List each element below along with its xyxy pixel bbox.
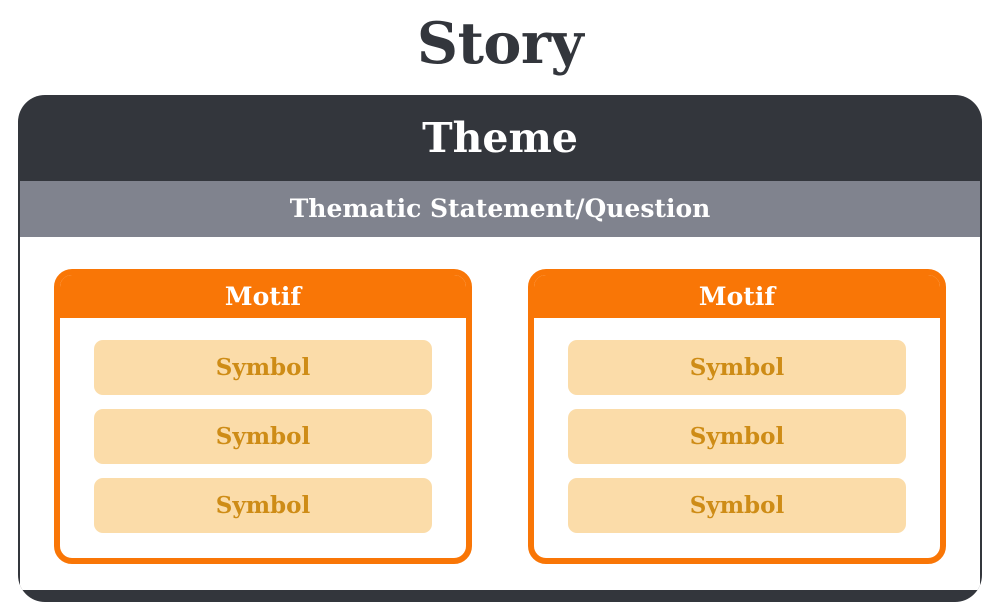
page-title: Story bbox=[416, 10, 584, 77]
motif-card: Motif Symbol Symbol Symbol bbox=[528, 269, 946, 564]
symbol-chip: Symbol bbox=[568, 478, 906, 533]
symbol-chip: Symbol bbox=[94, 340, 432, 395]
symbol-list: Symbol Symbol Symbol bbox=[60, 318, 466, 558]
symbol-chip: Symbol bbox=[568, 340, 906, 395]
symbol-list: Symbol Symbol Symbol bbox=[534, 318, 940, 558]
symbol-chip: Symbol bbox=[94, 478, 432, 533]
motif-card: Motif Symbol Symbol Symbol bbox=[54, 269, 472, 564]
motif-stage: Motif Symbol Symbol Symbol Motif Symbol … bbox=[20, 237, 980, 590]
motif-header-label: Motif bbox=[534, 275, 940, 318]
motif-header-label: Motif bbox=[60, 275, 466, 318]
theme-header-label: Theme bbox=[422, 114, 578, 162]
symbol-chip: Symbol bbox=[568, 409, 906, 464]
symbol-chip: Symbol bbox=[94, 409, 432, 464]
thematic-statement-bar: Thematic Statement/Question bbox=[20, 181, 980, 237]
theme-container: Theme Thematic Statement/Question Motif … bbox=[18, 95, 982, 602]
